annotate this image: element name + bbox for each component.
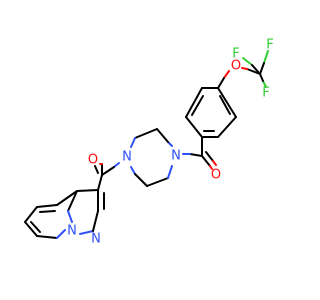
atom-ether-oxygen: O	[231, 59, 241, 74]
atom-labels: F F F O O O N N N	[67, 38, 274, 247]
bond-pip-1	[156, 128, 169, 143]
molecule-structure: F F F O O O N N N	[24, 38, 274, 247]
atom-label-n: N	[91, 232, 101, 247]
bond-ar-4	[185, 116, 203, 138]
bond-carbonyl-n-right-c	[189, 153, 203, 157]
bond-pip-4	[134, 173, 148, 187]
bond-pip-3n	[130, 137, 136, 148]
bond-py-inner-2	[30, 221, 41, 233]
atom-label-f: F	[262, 86, 269, 101]
atom-label-n: N	[122, 150, 132, 165]
bond-ar-5	[185, 87, 203, 118]
bond-pz-3	[67, 210, 73, 223]
bond-o-aryl-o	[223, 70, 230, 79]
bond-py-4	[24, 221, 38, 237]
bonds	[24, 50, 269, 239]
atom-pyrazole-nitrogen: N	[91, 232, 101, 247]
atom-label-n: N	[171, 149, 181, 164]
bond-co-right-1a	[201, 155, 211, 167]
bond-py-3	[24, 206, 38, 223]
bond-pip-2	[134, 128, 158, 139]
bond-co-left-2a	[94, 165, 99, 174]
bond-pz-4	[79, 230, 94, 235]
bond-c-o-ether-o	[241, 67, 248, 70]
bond-py-2	[36, 204, 58, 208]
bond-carbonyl-pyrazole	[97, 174, 103, 191]
bond-py-inner-1	[39, 210, 56, 213]
bond-pip-5	[146, 177, 169, 187]
bond-cf-bottom-c	[259, 73, 264, 82]
molecule-canvas: F F F O O O N N N	[24, 37, 274, 247]
atom-label-n: N	[67, 224, 77, 239]
atom-label-o: O	[231, 59, 241, 74]
atom-label-f: F	[266, 38, 273, 53]
atom-piperazine-nitrogen-left: N	[122, 150, 132, 165]
bond-pz-5	[92, 210, 99, 232]
bond-nleft-carbonyl-c	[101, 166, 115, 176]
bond-o-aryl-c	[217, 77, 225, 89]
bond-co-right-2b	[212, 160, 217, 166]
atom-carbonyl-oxygen-right: O	[211, 168, 221, 183]
bond-c-o-ether-c	[246, 68, 261, 75]
atom-label-o: O	[88, 153, 98, 168]
atom-carbonyl-oxygen-left: O	[88, 153, 98, 168]
bond-ar-inner-1	[219, 95, 231, 115]
atom-pyrazole-nitrogen-bridge: N	[67, 224, 77, 239]
bond-ar-inner-3	[191, 95, 204, 116]
bond-nleft-carbonyl-n	[113, 162, 120, 168]
bond-cf-top-c	[259, 62, 265, 75]
bond-ar-1	[217, 87, 237, 118]
atom-piperazine-nitrogen-right: N	[171, 149, 181, 164]
bond-py-1	[56, 190, 78, 206]
bond-cf-left	[242, 57, 253, 66]
bond-pz-1	[76, 189, 99, 192]
atom-fluorine-bottom: F	[262, 86, 269, 101]
bond-py-6	[56, 229, 66, 239]
bond-ar-2	[217, 116, 237, 138]
bond-co-right-2a	[205, 151, 214, 162]
bond-co-right-1b	[209, 165, 213, 170]
atom-fluorine-top: F	[266, 38, 273, 53]
atom-label-o: O	[211, 168, 221, 183]
bond-pip-6n	[167, 165, 173, 179]
bond-cf-bottom	[262, 80, 267, 88]
bond-pip-4n	[130, 166, 136, 175]
atom-fluorine-left: F	[232, 47, 239, 62]
bond-py-5	[36, 235, 58, 239]
atom-label-f: F	[232, 47, 239, 62]
bond-pz-2	[67, 190, 78, 212]
bond-cf-top	[263, 50, 269, 64]
